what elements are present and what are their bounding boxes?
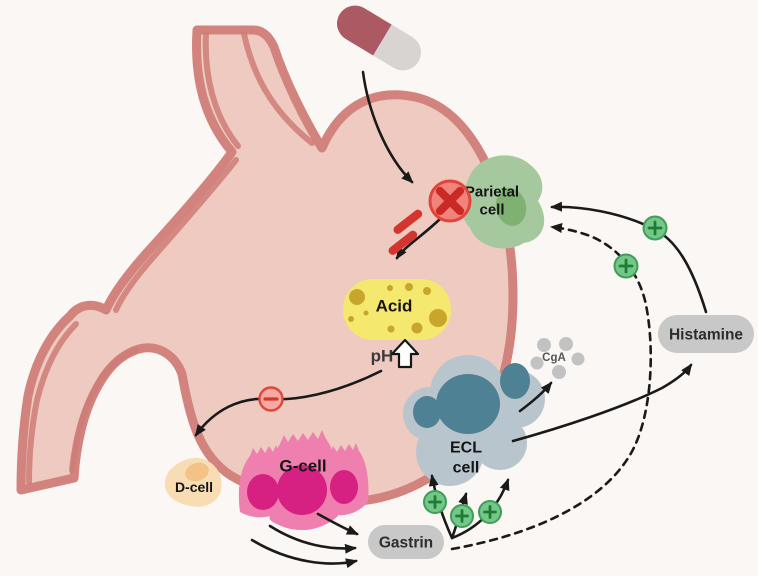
ph-up-arrow-icon [390, 338, 420, 369]
plus-glyph [483, 505, 497, 519]
cga-dot [571, 352, 585, 366]
d-cell-label: D-cell [175, 479, 213, 495]
ecl-cell: ECL cell [403, 355, 545, 486]
acid-blob [343, 279, 451, 340]
parietal-cell: Parietal cell [461, 155, 545, 249]
plus-icon [613, 253, 639, 279]
parietal-cell-label-line1: Parietal [465, 184, 519, 201]
g-cell-nucleus [247, 474, 279, 510]
acid-dot [405, 283, 413, 291]
g-cell: G-cell [238, 430, 369, 531]
g-cell-nucleus [330, 470, 358, 504]
plus-icon [450, 504, 474, 528]
gastrin-badge: Gastrin [368, 525, 444, 559]
plus-glyph [618, 258, 634, 274]
cga-label: CgA [542, 352, 566, 364]
red-slash-icon [388, 230, 418, 255]
arrow-gcell-to-gastrin-3 [250, 538, 358, 569]
arrow-gcell-to-gastrin-1 [316, 512, 359, 536]
lesser-curvature-texture [113, 157, 239, 313]
arrow-gcell-to-gastrin-2 [268, 524, 357, 554]
gastrin-label: Gastrin [379, 535, 433, 552]
cga-dot [537, 338, 551, 352]
gastrin-pill [368, 525, 444, 559]
ecl-cell-label-line1: ECL [450, 440, 482, 457]
histamine-label: Histamine [669, 327, 743, 344]
acid-dot [387, 325, 395, 333]
cga-dots-icon: CgA [530, 337, 585, 379]
acid-dot [387, 285, 393, 291]
acid-dot [349, 289, 365, 305]
acid-pool: Acid [343, 279, 451, 340]
esophagus-texture-right [241, 31, 315, 146]
stomach-shape [16, 25, 518, 508]
ecl-cell-nucleus [436, 374, 500, 434]
arrow-parietal-to-acid [395, 217, 442, 260]
ph-label: pH [371, 347, 394, 366]
duodenum-texture-inner [69, 347, 139, 473]
ecl-cell-nucleus [500, 363, 530, 399]
block-x-icon [428, 179, 472, 223]
plus-glyph [428, 495, 442, 509]
cga-dot [559, 337, 573, 351]
g-cell-nucleus [277, 465, 327, 515]
histamine-badge: Histamine [658, 315, 754, 353]
plus-glyph [455, 509, 469, 523]
acid-dot [348, 316, 354, 322]
pill-half-light [373, 24, 421, 71]
d-cell-nucleus [185, 462, 209, 482]
duodenum-texture-outer [26, 321, 79, 485]
ecl-cell-nucleus [413, 396, 441, 428]
plus-icons [423, 215, 668, 528]
cga-dot [552, 365, 566, 379]
arrow-ecl-to-cga [518, 381, 553, 413]
arrow-pill-to-parietal [361, 70, 414, 184]
arrow-ecl-to-histamine [511, 363, 693, 443]
plus-icon [423, 490, 447, 514]
acid-dot [363, 310, 369, 316]
acid-dot [429, 309, 447, 327]
plus-icon [478, 500, 502, 524]
parietal-cell-nucleus [495, 188, 527, 226]
minus-icon [258, 386, 284, 412]
esophagus-texture-left [202, 31, 241, 149]
ecl-cell-label-line2: cell [453, 460, 480, 477]
red-slash-icon [393, 209, 423, 234]
acid-label: Acid [376, 297, 413, 316]
parietal-cell-label-line2: cell [479, 202, 504, 219]
dashed-arrow-gastrin-to-parietal [450, 223, 652, 551]
g-cell-label: G-cell [279, 457, 326, 476]
ecl-cell-blob [416, 418, 484, 486]
pill-half-dark [337, 5, 392, 56]
pill-icon [337, 5, 421, 71]
d-cell: D-cell [164, 457, 222, 507]
histamine-pill [658, 315, 754, 353]
acid-dot [423, 287, 431, 295]
ecl-cell-blob [473, 416, 527, 470]
plus-glyph [647, 220, 663, 236]
block-x-glyph [435, 186, 465, 216]
acid-dot [411, 322, 423, 334]
cga-dot [530, 356, 544, 370]
plus-icon [642, 215, 668, 241]
mucosa-texture [26, 31, 315, 485]
